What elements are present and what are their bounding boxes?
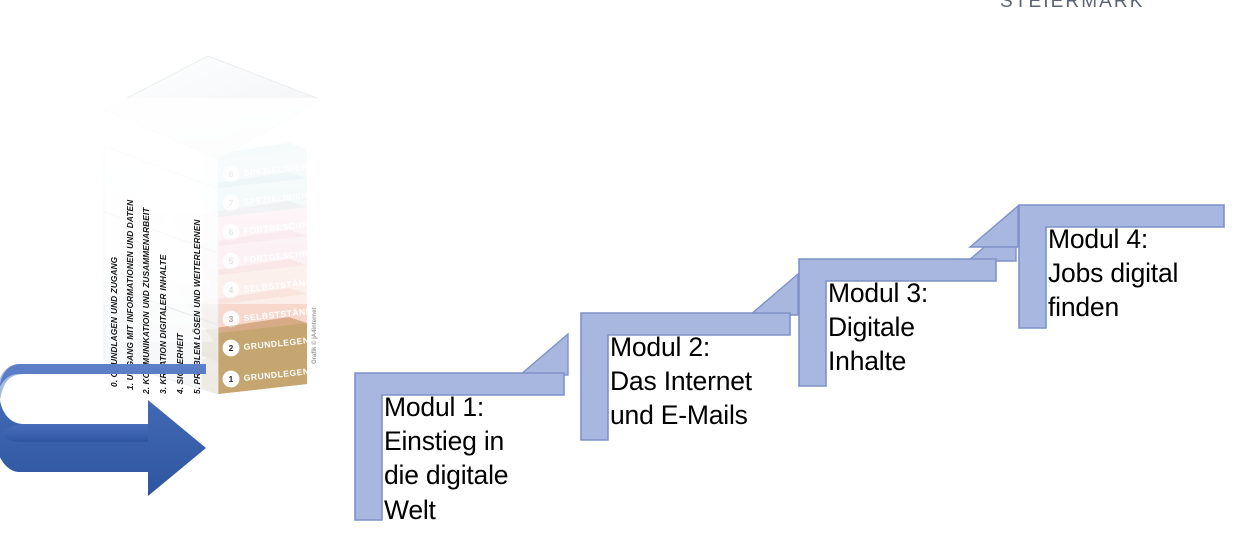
step-connector-triangle-1: [518, 332, 569, 376]
step-connector-triangle-2: [748, 272, 799, 316]
module-step-3-caption: Modul 3: Digitale Inhalte: [828, 278, 929, 377]
graphic-credit: Grafik © jA4internet: [311, 308, 318, 364]
module-step-1-caption: Modul 1: Einstieg in die digitale Welt: [384, 392, 509, 525]
module-step-2-caption: Modul 2: Das Internet und E-Mails: [610, 332, 752, 431]
module-step-4[interactable]: Modul 4: Jobs digital finden: [968, 166, 1248, 366]
module-step-2[interactable]: Modul 2: Das Internet und E-Mails: [580, 272, 810, 472]
svg-text:3. KREATION DIGITALERINHALTE: 3. KREATION DIGITALERINHALTE: [158, 254, 168, 394]
step-bracket-2: [580, 312, 791, 441]
svg-text:2: 2: [229, 343, 234, 353]
svg-text:1: 1: [229, 374, 234, 384]
digital-competence-model-graphic: 1 GRUNDLEGEND 2 GRUNDLEGEND 3: [84, 42, 340, 395]
svg-text:3: 3: [229, 314, 234, 324]
step-bracket-4: [1018, 204, 1225, 329]
pyramid-glass-shell: [98, 55, 324, 395]
curved-flow-arrow: [0, 356, 236, 528]
svg-text:1. UMGANG MITINFORMATIONEN UND: 1. UMGANG MITINFORMATIONEN UND DATEN: [125, 199, 135, 390]
pyramid-level-2: 2 GRUNDLEGEND: [202, 317, 317, 362]
svg-text:2. KOMMUNIKATIONUND ZUSAMMENAR: 2. KOMMUNIKATIONUND ZUSAMMENARBEIT: [141, 207, 151, 395]
module-step-1[interactable]: Modul 1: Einstieg in die digitale Welt: [354, 332, 584, 532]
svg-text:5. PROBLEM LÖSENUND WEITERLERN: 5. PROBLEM LÖSENUND WEITERLERNEN: [192, 219, 202, 394]
step-connector-triangle-4: [968, 204, 1019, 248]
pyramid-competence-area-labels: 0. GRUNDLAGENUND ZUGANG 1. UMGANG MITINF…: [109, 199, 202, 395]
step-bracket-1: [354, 372, 565, 521]
svg-text:4. SICHERHEIT: 4. SICHERHEIT: [175, 332, 185, 395]
svg-text:0. GRUNDLAGENUND ZUGANG: 0. GRUNDLAGENUND ZUGANG: [109, 256, 119, 387]
step-bracket-3: [798, 258, 997, 387]
steiermark-wordmark: STEIERMARK: [1000, 0, 1145, 12]
module-step-4-caption: Modul 4: Jobs digital finden: [1048, 224, 1179, 323]
